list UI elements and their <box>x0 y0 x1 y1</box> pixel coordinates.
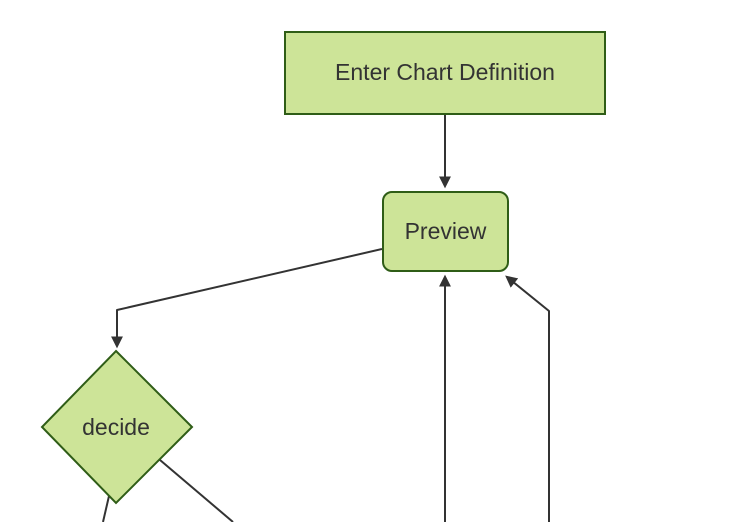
node-enter-chart-definition: Enter Chart Definition <box>284 31 606 115</box>
node-decide-label: decide <box>82 413 150 440</box>
edge-decide-to-bottomright <box>159 459 234 522</box>
node-preview-label: Preview <box>404 217 487 244</box>
node-decide: decide <box>41 412 191 442</box>
edge-preview-to-decide <box>111 248 383 349</box>
edge-decide-to-bottomleft <box>102 495 110 522</box>
node-enter-chart-definition-label: Enter Chart Definition <box>335 59 555 86</box>
node-decide-shape <box>40 349 194 505</box>
edge-bottomright-to-preview <box>505 275 550 522</box>
node-preview: Preview <box>382 191 509 272</box>
